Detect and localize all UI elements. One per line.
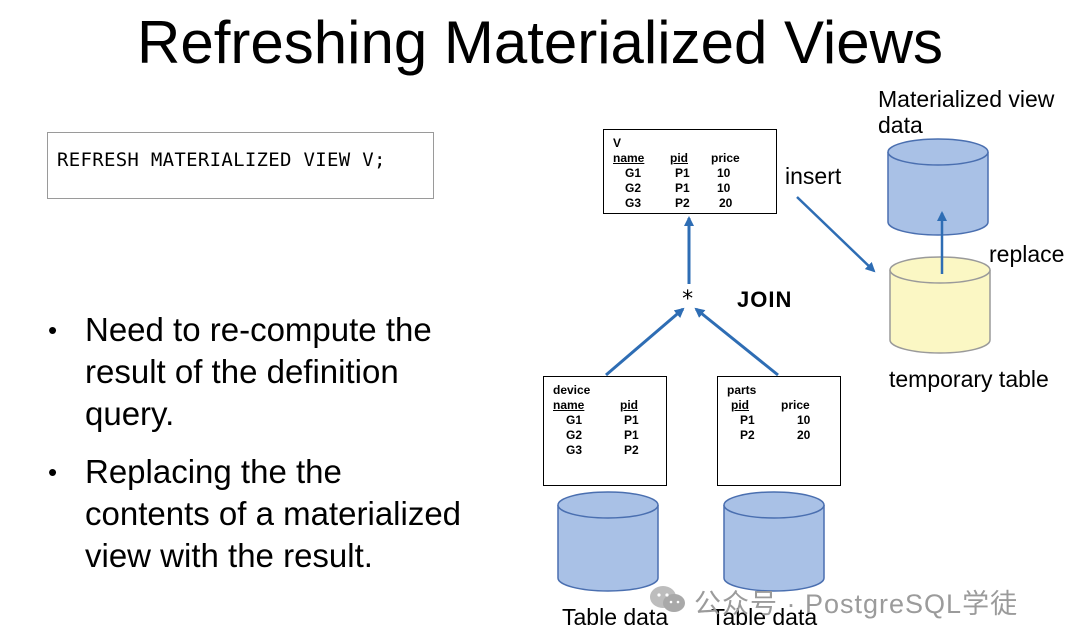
column-header: name <box>553 398 585 412</box>
bullet-dot: • <box>48 457 58 487</box>
bullet-line: Need to re-compute the <box>85 311 432 348</box>
view-v-box <box>603 129 777 214</box>
table-cell: P1 <box>624 413 639 427</box>
column-header: name <box>613 151 645 165</box>
temp-table-cylinder <box>889 256 991 354</box>
temp-table-label: temporary table <box>889 366 1049 392</box>
column-header: pid <box>731 398 749 412</box>
join-label: JOIN <box>737 287 793 312</box>
table-cell: P2 <box>675 196 690 210</box>
parts-table-cylinder <box>723 491 825 592</box>
page-title: Refreshing Materialized Views <box>137 9 943 76</box>
column-header: price <box>781 398 810 412</box>
table-cell: 10 <box>797 413 811 427</box>
join-symbol: * <box>681 287 695 312</box>
sql-statement: REFRESH MATERIALIZED VIEW V; <box>57 149 386 171</box>
table-cell: G1 <box>625 166 642 180</box>
table-cell: P1 <box>740 413 755 427</box>
table-cell: P2 <box>624 443 639 457</box>
bullet-line: view with the result. <box>85 537 373 574</box>
arrow-insert <box>796 196 876 273</box>
table-cell: G3 <box>625 196 642 210</box>
wechat-icon <box>650 586 685 612</box>
table-data-label-left: Table data <box>562 604 669 630</box>
replace-label: replace <box>989 241 1065 267</box>
bullet-line: contents of a materialized <box>85 495 462 532</box>
bullet-text: Replacing the the contents of a material… <box>85 451 461 577</box>
view-v-name: V <box>613 136 622 150</box>
code-box <box>47 132 434 199</box>
parts-table-name: parts <box>727 383 757 397</box>
table-cell: P1 <box>675 166 690 180</box>
mv-data-cylinder <box>887 138 989 236</box>
bullet-text: Need to re-compute the result of the def… <box>85 309 432 435</box>
mv-data-label: Materialized view data <box>878 85 1054 139</box>
table-cell: P2 <box>740 428 755 442</box>
parts-table-box <box>717 376 841 486</box>
bullet-line: Replacing the the <box>85 453 342 490</box>
column-header: price <box>711 151 740 165</box>
watermark-text: 公众号 · PostgreSQL学徒 <box>694 589 1019 619</box>
table-cell: 10 <box>717 166 731 180</box>
bullet-line: query. <box>85 395 175 432</box>
device-table-name: device <box>553 383 591 397</box>
bullet-dot: • <box>48 315 58 345</box>
mv-data-label-line: Materialized view <box>878 86 1055 112</box>
table-data-label-right: Table data <box>711 604 818 630</box>
arrow-parts-to-join <box>694 307 779 377</box>
table-cell: G2 <box>625 181 642 195</box>
bullet-line: result of the definition <box>85 353 399 390</box>
table-cell: 20 <box>797 428 811 442</box>
mv-data-label-line: data <box>878 112 923 138</box>
table-cell: G1 <box>566 413 583 427</box>
device-table-cylinder <box>557 491 659 592</box>
table-cell: G2 <box>566 428 583 442</box>
table-cell: G3 <box>566 443 583 457</box>
table-cell: 20 <box>719 196 733 210</box>
table-cell: P1 <box>624 428 639 442</box>
column-header: pid <box>620 398 638 412</box>
arrow-device-to-join <box>605 307 685 377</box>
table-cell: 10 <box>717 181 731 195</box>
column-header: pid <box>670 151 688 165</box>
device-table-box <box>543 376 667 486</box>
table-cell: P1 <box>675 181 690 195</box>
insert-label: insert <box>785 163 842 189</box>
